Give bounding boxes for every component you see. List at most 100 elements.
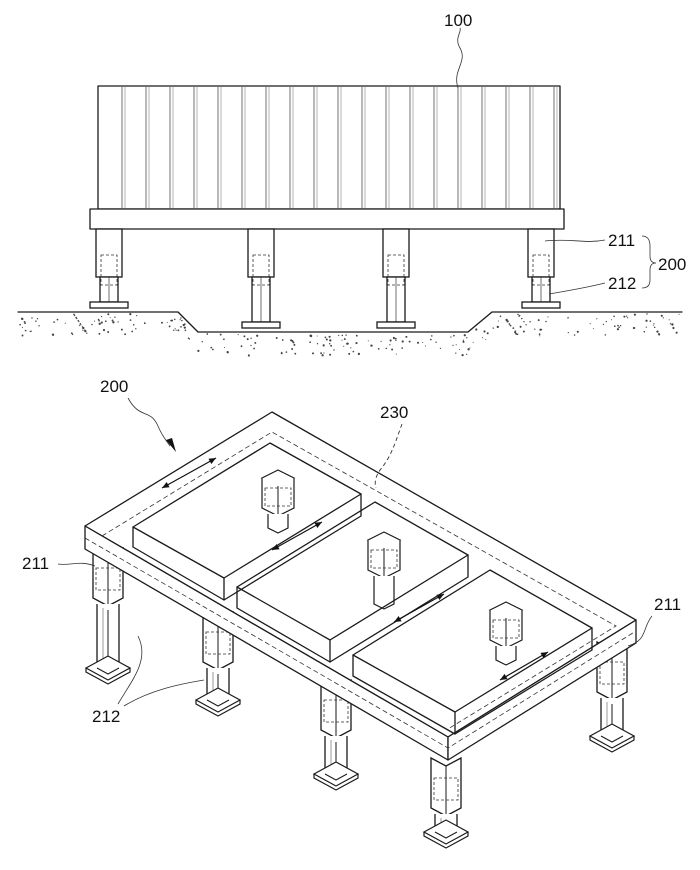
- ground-speckle: [111, 319, 114, 322]
- ground-speckle: [280, 352, 283, 355]
- ground-speckle: [333, 349, 335, 351]
- ground-speckle: [181, 319, 183, 322]
- ground-speckle: [184, 329, 187, 332]
- ground-speckle: [237, 334, 239, 336]
- ground-speckle: [56, 318, 59, 321]
- label-211-side: 211: [608, 231, 635, 250]
- ground-speckle: [309, 341, 311, 344]
- ground-speckle: [429, 338, 432, 341]
- side-column: [521, 228, 561, 309]
- ground-speckle: [325, 338, 328, 341]
- inner-post-lower: [267, 514, 289, 534]
- ground-speckle: [345, 334, 347, 336]
- ground-speckle: [53, 321, 55, 323]
- ground-speckle: [136, 314, 138, 317]
- ground-speckle: [422, 341, 424, 344]
- ground-speckle: [76, 318, 78, 320]
- ground-speckle: [653, 326, 656, 329]
- ground-speckle: [352, 350, 355, 353]
- ground-speckle: [514, 331, 517, 334]
- ground-speckle: [74, 314, 76, 317]
- ground-speckle: [100, 315, 103, 318]
- ground-speckle: [395, 339, 397, 342]
- ground-speckle: [316, 335, 318, 337]
- ground-speckle: [592, 327, 594, 329]
- side-columns: [89, 228, 561, 329]
- ground-speckle: [618, 326, 620, 328]
- ground-speckle: [79, 324, 81, 327]
- ground-speckle: [36, 318, 39, 320]
- ground: [17, 311, 683, 357]
- ground-speckle: [322, 344, 325, 347]
- ground-speckle: [605, 320, 607, 323]
- label-230: 230: [380, 403, 408, 422]
- ground-speckle: [135, 328, 137, 330]
- ground-speckle: [210, 346, 213, 349]
- ground-speckle: [678, 313, 680, 315]
- ground-speckle: [77, 319, 80, 322]
- iso-foot-joint: [324, 773, 348, 781]
- leader-211-iso-left: [57, 562, 96, 567]
- ground-speckle: [247, 354, 250, 357]
- ground-speckle: [538, 333, 541, 335]
- ground-speckle: [174, 328, 176, 330]
- ground-speckle: [30, 330, 32, 333]
- ground-speckle: [206, 333, 209, 335]
- ground-speckle: [567, 332, 569, 334]
- iso-foot-side: [195, 700, 241, 717]
- ground-speckle: [70, 332, 73, 335]
- ground-speckle: [341, 334, 344, 337]
- ground-speckle: [98, 322, 101, 325]
- flow-arrow: [393, 593, 445, 623]
- iso-foot-top: [194, 687, 242, 713]
- ground-speckle: [496, 325, 499, 329]
- iso-leg-sleeve: [433, 777, 459, 801]
- flow-arrow-shaft: [161, 457, 217, 489]
- ground-speckle: [662, 317, 664, 319]
- ground-speckle: [658, 333, 660, 335]
- ground-speckle: [645, 319, 648, 322]
- label-212-side: 212: [608, 274, 636, 293]
- iso-leg: [588, 640, 636, 753]
- ground-speckle: [51, 333, 55, 336]
- ground-speckle: [250, 337, 252, 340]
- ground-speckle: [497, 320, 499, 322]
- ground-speckle: [649, 320, 652, 322]
- ground-speckle: [311, 352, 315, 355]
- inner-post: [260, 469, 296, 534]
- ground-speckle: [401, 340, 404, 343]
- column-foot: [241, 321, 281, 329]
- ground-speckle: [671, 323, 674, 326]
- cargo-body: [97, 85, 561, 210]
- ground-speckle: [401, 347, 404, 349]
- ground-speckle: [405, 335, 408, 338]
- column-upper-211: [382, 228, 410, 278]
- column-upper-211: [95, 228, 123, 278]
- ground-speckle: [452, 344, 454, 347]
- ground-speckle: [223, 346, 226, 349]
- ground-speckle: [567, 317, 569, 319]
- ground-speckle: [293, 343, 296, 346]
- ground-speckle: [385, 347, 388, 350]
- ground-speckle: [291, 339, 294, 342]
- ground-speckle: [197, 349, 200, 352]
- ground-speckle: [226, 351, 229, 354]
- ground-speckle: [499, 315, 502, 318]
- ground-speckle: [328, 342, 331, 345]
- ground-speckle: [82, 326, 85, 330]
- ground-speckle: [389, 339, 392, 342]
- ground-speckle: [256, 334, 259, 337]
- ground-speckle: [107, 331, 110, 333]
- ground-speckle: [177, 329, 180, 332]
- ground-speckle: [323, 352, 325, 354]
- ground-speckle: [320, 352, 323, 355]
- ground-speckle: [183, 323, 186, 325]
- ground-speckle: [486, 332, 489, 335]
- label-100: 100: [444, 11, 472, 30]
- column-foot: [376, 321, 416, 329]
- leader-230: [374, 423, 403, 489]
- iso-foot-top: [588, 723, 636, 749]
- ground-speckle: [519, 325, 522, 328]
- ground-speckle: [613, 315, 615, 318]
- ground-speckle: [19, 323, 21, 326]
